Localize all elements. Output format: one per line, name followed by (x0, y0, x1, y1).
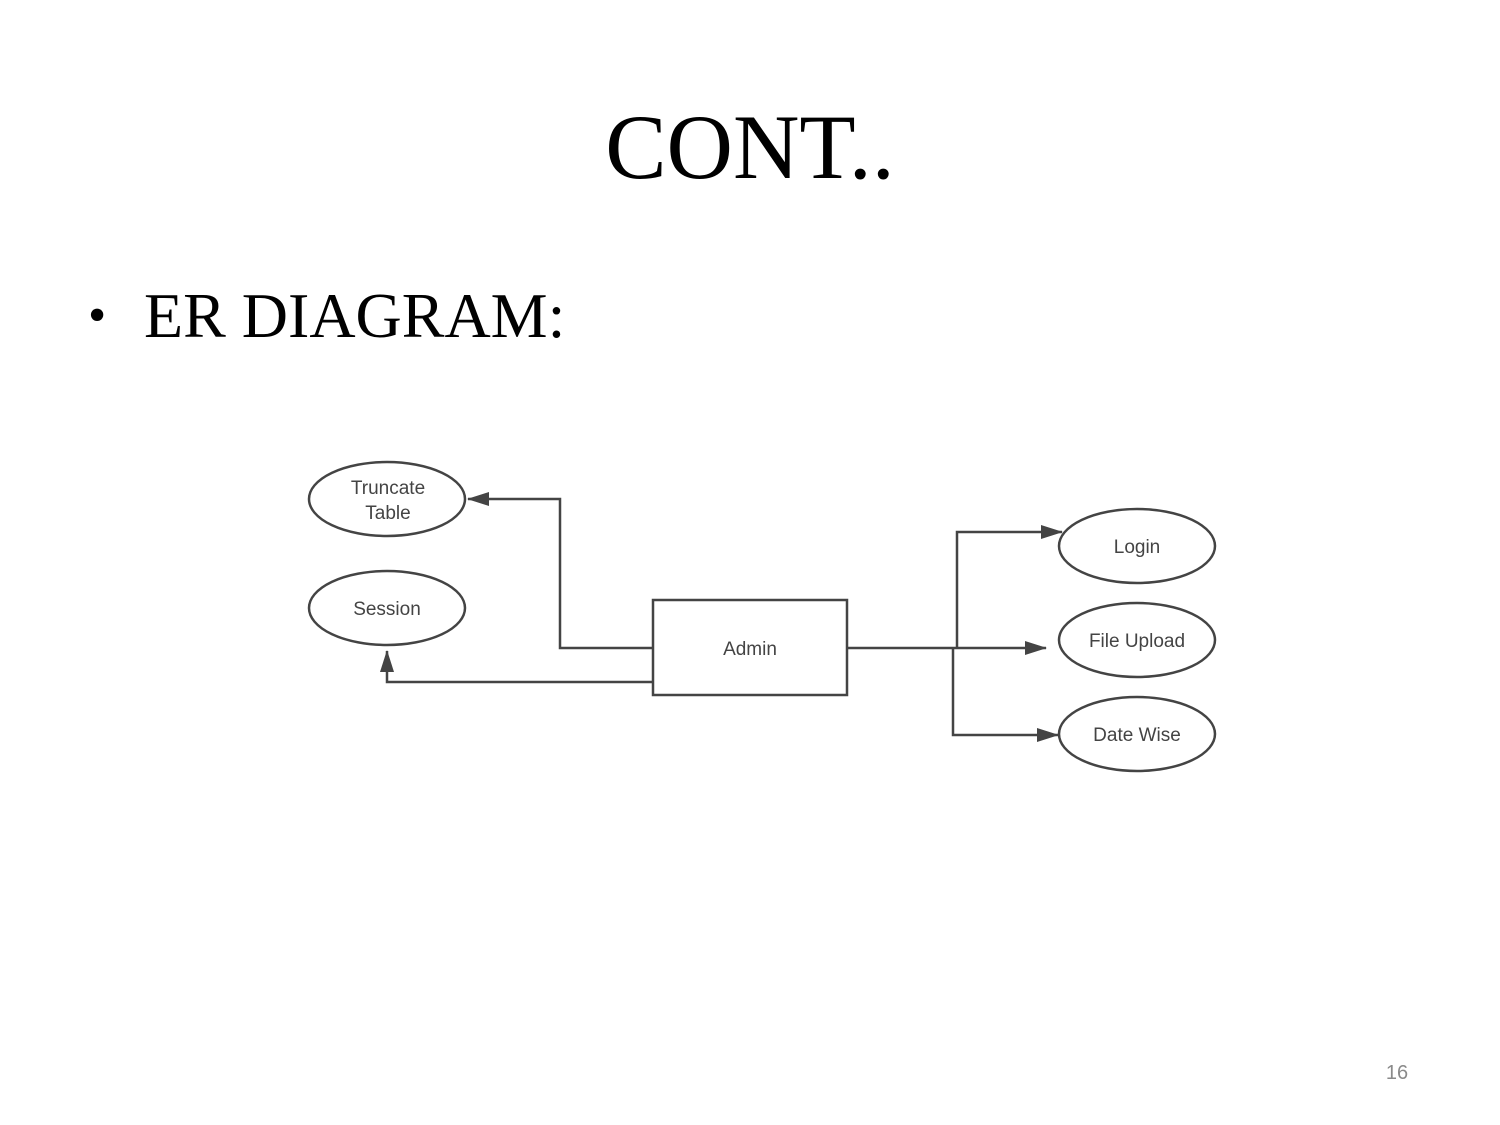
attribute-login-label: Login (1114, 537, 1161, 558)
attribute-file-upload-label: File Upload (1089, 631, 1185, 652)
page-number: 16 (1385, 1062, 1409, 1084)
attribute-date-wise: Date Wise (1057, 695, 1217, 773)
attribute-session-label: Session (353, 599, 421, 620)
attribute-date-wise-label: Date Wise (1093, 725, 1181, 746)
bullet-text: ER DIAGRAM: (144, 280, 566, 351)
attribute-truncate-table-line2: Table (365, 503, 410, 524)
attribute-session: Session (307, 569, 467, 647)
connector-login (955, 525, 1063, 648)
bullet-icon: • (88, 287, 107, 344)
connector-truncate-table (467, 492, 653, 650)
connector-date-wise (951, 648, 1059, 742)
bullet-item: • ER DIAGRAM: (88, 276, 565, 356)
entity-admin: Admin (651, 598, 849, 697)
attribute-truncate-table: Truncate Table (307, 460, 467, 538)
attribute-truncate-table-line1: Truncate (351, 478, 425, 499)
attribute-file-upload: File Upload (1057, 601, 1217, 679)
connector-session (380, 650, 653, 684)
attribute-login: Login (1057, 507, 1217, 585)
slide-title: CONT.. (605, 96, 895, 198)
entity-admin-label: Admin (723, 639, 777, 660)
